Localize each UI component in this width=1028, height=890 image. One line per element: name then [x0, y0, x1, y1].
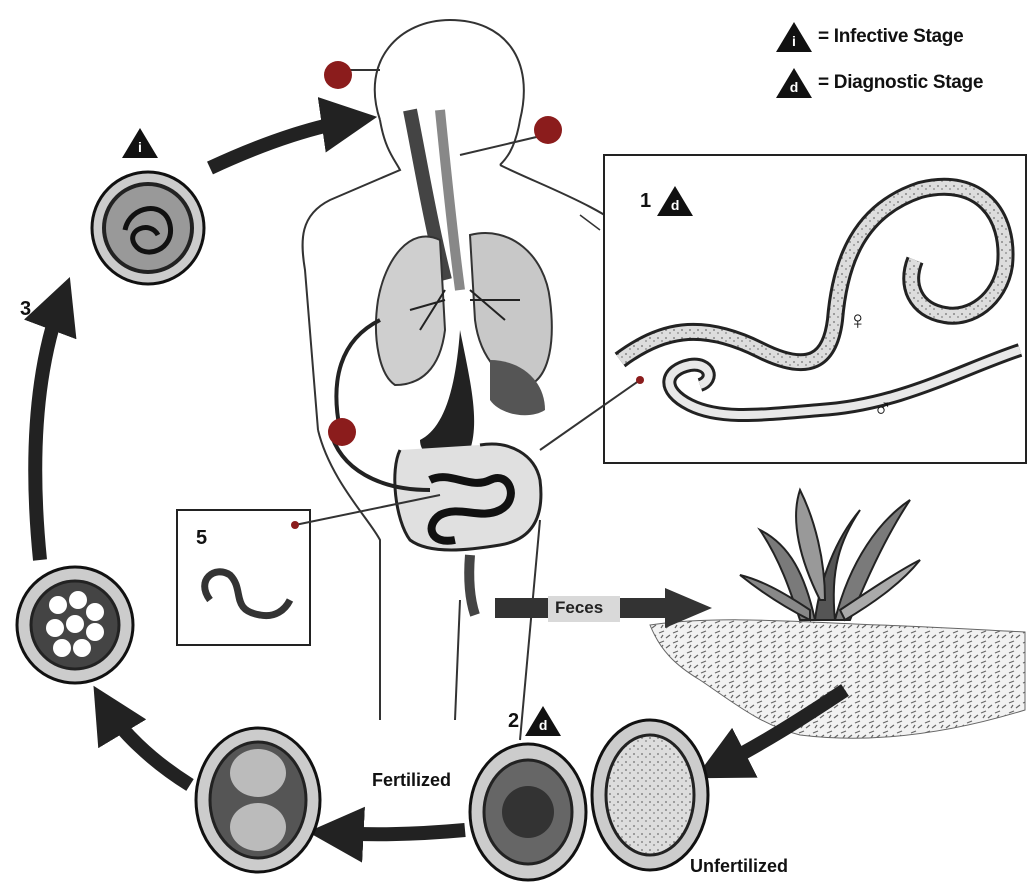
site-marker-lungs [534, 116, 562, 144]
diagnostic-stage-icon: d [776, 68, 812, 98]
site-marker-liver [328, 418, 356, 446]
legend-diagnostic-label: = Diagnostic Stage [818, 72, 983, 94]
step-2: 2 d [508, 706, 561, 736]
infective-stage-icon: i [122, 128, 158, 158]
egg-unfertilized [592, 720, 708, 870]
diagnostic-stage-icon: d [525, 706, 561, 736]
marker-infective-egg: i [122, 128, 158, 158]
step-5-number: 5 [196, 527, 207, 550]
plant [740, 490, 920, 620]
egg-two-cell [196, 728, 320, 872]
egg-embryonated-infective [92, 172, 204, 284]
male-symbol: ♂ [873, 392, 893, 423]
diagnostic-stage-icon: d [657, 186, 693, 216]
legend-infective-label: = Infective Stage [818, 26, 963, 48]
intestines [395, 444, 541, 615]
egg-morula [17, 567, 133, 683]
faeces-label: Feces [551, 597, 607, 619]
unfertilized-label: Unfertilized [690, 856, 788, 877]
site-marker-mouth [324, 61, 352, 89]
soil [650, 620, 1025, 738]
fertilized-label: Fertilized [372, 770, 451, 791]
legend-diagnostic: d = Diagnostic Stage [776, 68, 983, 98]
female-symbol: ♀ [848, 305, 868, 336]
egg-fertilized [470, 744, 586, 880]
step-3-number: 3 [20, 298, 31, 321]
legend-infective: i = Infective Stage [776, 22, 963, 52]
step-1: 1 d [640, 186, 693, 216]
step-1-number: 1 [640, 190, 651, 213]
step-2-number: 2 [508, 710, 519, 733]
human-body-outline [303, 20, 640, 740]
infective-stage-icon: i [776, 22, 812, 52]
